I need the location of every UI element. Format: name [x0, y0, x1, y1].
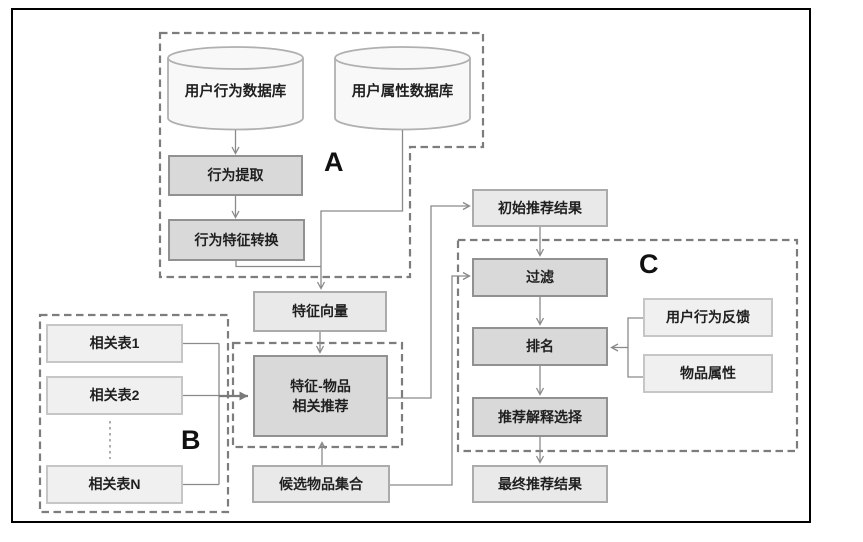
- region-label-c: C: [639, 249, 659, 279]
- node-user-behavior-feedback: 用户行为反馈: [643, 298, 773, 337]
- node-user-attr-db: 用户属性数据库: [351, 83, 454, 100]
- region-c-dashed-border: [456, 238, 799, 453]
- node-feature-item-recommendation: 特征-物品 相关推荐: [253, 355, 388, 437]
- node-related-table-2: 相关表2: [46, 376, 183, 415]
- node-explanation-selection: 推荐解释选择: [472, 397, 608, 437]
- connector-featureitem-to-initialresult: [388, 201, 471, 399]
- outer-frame: [11, 8, 811, 523]
- region-a-dashed-border: [158, 31, 485, 279]
- node-ranking: 排名: [472, 327, 608, 366]
- region-label-a: A: [324, 147, 344, 177]
- node-behavior-feature-transform: 行为特征转换: [168, 219, 305, 261]
- user-behavior-db-cylinder: [167, 46, 304, 131]
- node-related-table-n: 相关表N: [46, 465, 183, 504]
- user-attr-db-cylinder: [334, 46, 471, 131]
- feedback-bus-line: [627, 317, 643, 378]
- connector-attrdb-to-featurevector: [316, 130, 404, 290]
- node-user-behavior-db: 用户行为数据库: [184, 83, 287, 100]
- node-related-table-1: 相关表1: [46, 324, 183, 363]
- connector-transform-to-featurevector: [235, 261, 321, 268]
- node-feature-vector: 特征向量: [253, 291, 387, 332]
- node-item-attributes: 物品属性: [643, 354, 773, 393]
- node-filter: 过滤: [472, 258, 608, 297]
- node-final-result: 最终推荐结果: [472, 465, 608, 503]
- connector-candidates-to-filter: [390, 271, 471, 486]
- node-candidate-item-set: 候选物品集合: [252, 465, 390, 503]
- node-initial-result: 初始推荐结果: [472, 189, 608, 227]
- node-behavior-extraction: 行为提取: [168, 155, 303, 196]
- region-label-b: B: [181, 425, 201, 455]
